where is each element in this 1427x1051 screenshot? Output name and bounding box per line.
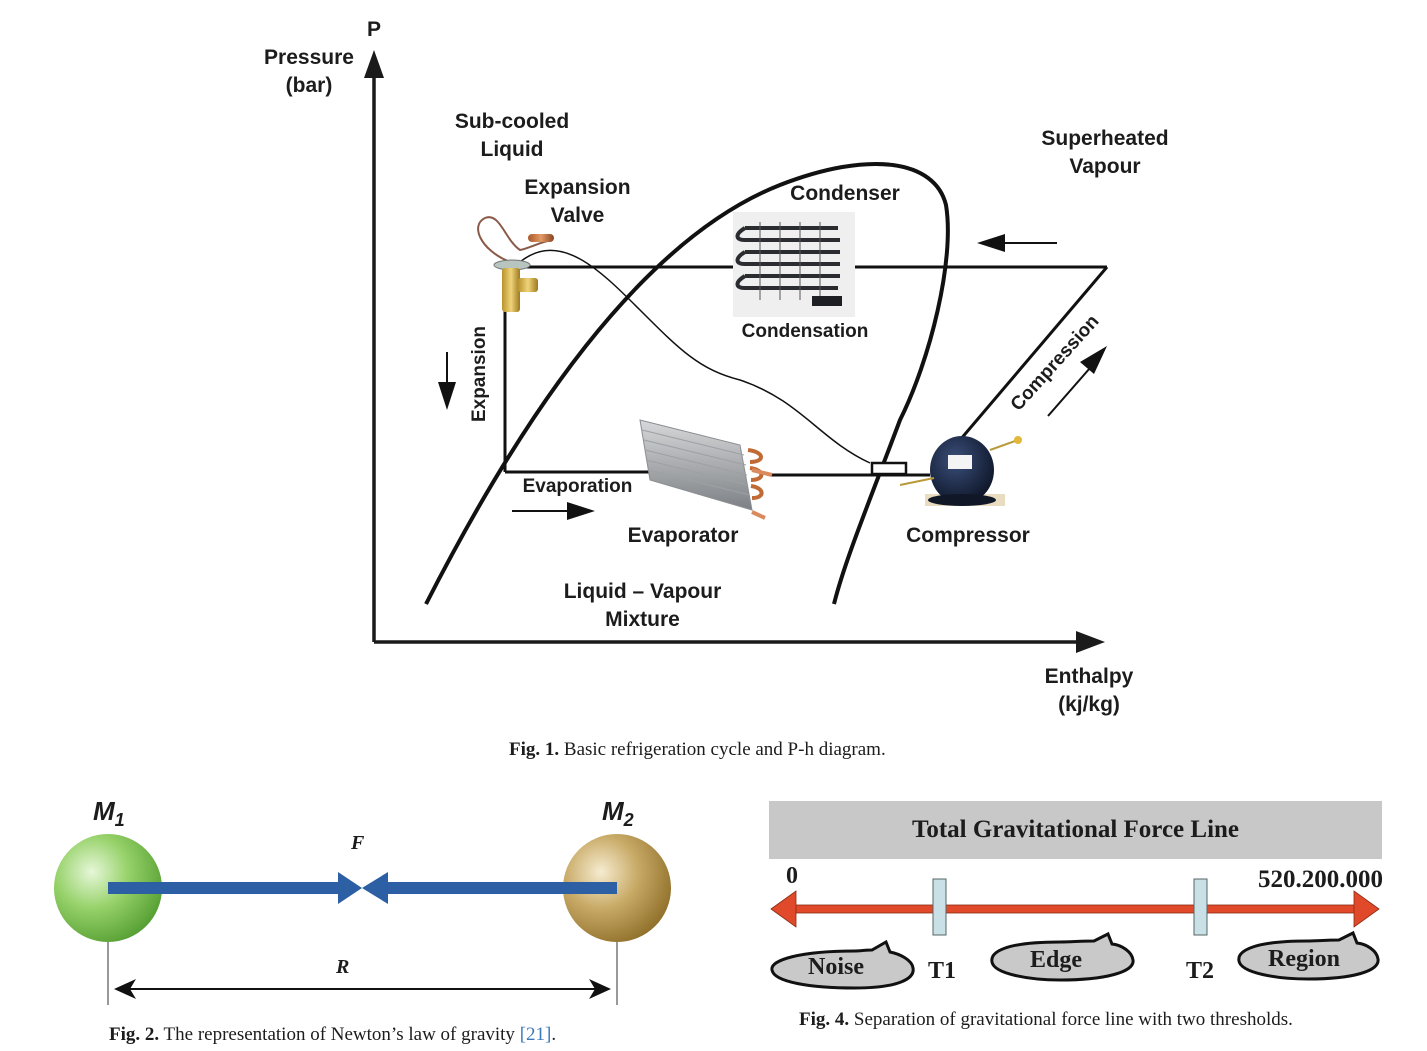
- figure-2-caption-text: The representation of Newton’s law of gr…: [159, 1024, 520, 1045]
- region-class-label: Region: [1268, 946, 1340, 972]
- evaporator-image: [639, 419, 773, 520]
- edge-bubble: [990, 931, 1135, 982]
- evaporator-label: Evaporator: [627, 524, 739, 547]
- mixture-label-line2: Mixture: [605, 608, 680, 631]
- junction-box: [870, 461, 908, 476]
- mass2-letter: M: [602, 796, 624, 826]
- condenser-image: [733, 212, 855, 317]
- citation-link[interactable]: [21]: [519, 1024, 552, 1045]
- x-axis-label-line1: Enthalpy: [1044, 665, 1134, 688]
- force-line-max-label: 520.200.000: [1258, 866, 1383, 893]
- y-axis-label-line2: (bar): [285, 74, 333, 97]
- force-line-diagram: [770, 878, 1380, 990]
- y-axis-symbol: P: [366, 18, 381, 41]
- x-axis-label-line2: (kj/kg): [1058, 693, 1120, 716]
- y-axis-label-line1: Pressure: [264, 46, 354, 69]
- compression-direction-arrow: [1047, 367, 1091, 417]
- noise-bubble: [770, 939, 915, 990]
- mixture-label-line1: Liquid – Vapour: [563, 580, 722, 603]
- subcooled-label-line1: Sub-cooled: [454, 110, 570, 133]
- threshold-t2-marker: [1193, 878, 1208, 936]
- figure-2-caption: Fig. 2. The representation of Newton’s l…: [109, 1024, 556, 1046]
- y-axis-label: Pressure (bar): [248, 44, 370, 100]
- figure-2-newton-gravity: M1 M2 F R Fig. 2. The representation of …: [0, 780, 720, 1051]
- y-axis-arrowhead: [364, 50, 384, 78]
- noise-class-label: Noise: [808, 954, 864, 980]
- figure-1-caption-text: Basic refrigeration cycle and P-h diagra…: [559, 739, 886, 760]
- compressor-image: [899, 436, 1022, 506]
- expansion-valve-image: [477, 216, 554, 312]
- force-label: F: [351, 832, 365, 854]
- force-line-title: Total Gravitational Force Line: [911, 816, 1240, 843]
- superheated-label-line1: Superheated: [1041, 127, 1169, 150]
- saturation-dome-curve: [424, 161, 950, 605]
- force-line-bar: [789, 904, 1356, 914]
- figure-2-caption-end: .: [551, 1024, 557, 1045]
- force-arrowhead-left: [362, 872, 388, 904]
- mass1-label: M1: [93, 796, 125, 831]
- compression-line: [958, 266, 1109, 441]
- expansion-valve-label: Expansion Valve: [505, 174, 650, 230]
- figure-4-force-line: Total Gravitational Force Line 0 520.200…: [760, 790, 1427, 1051]
- distance-arrowhead-left: [114, 979, 136, 999]
- compressor-label: Compressor: [906, 524, 1030, 547]
- edge-class-label: Edge: [1030, 947, 1083, 973]
- force-line-arrowhead-left: [770, 890, 797, 928]
- figure-1-refrigeration-cycle: P Pressure (bar) Sub-cooled Liquid Expan…: [248, 18, 1190, 761]
- mass1-subscript: 1: [114, 810, 125, 831]
- force-arrowhead-right: [338, 872, 362, 904]
- threshold-t2-label: T2: [1186, 958, 1215, 984]
- distance-arrowhead-right: [589, 979, 611, 999]
- expansion-valve-label-line2: Valve: [550, 204, 605, 227]
- expansion-valve-label-line1: Expansion: [524, 176, 631, 199]
- mass2-label: M2: [602, 796, 634, 831]
- force-line-title-bar: Total Gravitational Force Line: [769, 801, 1382, 859]
- condensation-arrowhead: [977, 234, 1005, 252]
- compression-arrowhead: [1080, 346, 1107, 374]
- ph-diagram: [364, 50, 1109, 653]
- liquid-vapour-mixture-label: Liquid – Vapour Mixture: [540, 578, 745, 634]
- x-axis-arrowhead: [1076, 631, 1105, 653]
- condenser-label: Condenser: [790, 182, 900, 205]
- figure-2-caption-label: Fig. 2.: [109, 1024, 160, 1045]
- force-line-min-label: 0: [786, 863, 798, 889]
- figure-4-caption-label: Fig. 4.: [799, 1009, 850, 1030]
- expansion-label: Expansion: [469, 325, 490, 423]
- x-axis-label: Enthalpy (kj/kg): [1025, 663, 1153, 719]
- figure-4-caption: Fig. 4. Separation of gravitational forc…: [799, 1009, 1293, 1031]
- subcooled-liquid-label: Sub-cooled Liquid: [432, 108, 592, 164]
- distance-label: R: [336, 956, 350, 978]
- figure-1-caption: Fig. 1. Basic refrigeration cycle and P-…: [509, 739, 886, 761]
- figure-4-caption-text: Separation of gravitational force line w…: [849, 1009, 1293, 1030]
- gravity-diagram: [54, 834, 671, 1005]
- subcooled-label-line2: Liquid: [480, 138, 544, 161]
- force-line-arrowhead-right: [1353, 890, 1380, 928]
- mass1-letter: M: [93, 796, 115, 826]
- region-bubble: [1237, 930, 1380, 981]
- condensation-label: Condensation: [741, 321, 869, 342]
- evaporation-label: Evaporation: [522, 476, 633, 497]
- force-bar-right: [385, 882, 617, 894]
- superheated-label-line2: Vapour: [1069, 155, 1141, 178]
- threshold-t1-marker: [932, 878, 947, 936]
- evaporation-arrowhead: [567, 502, 595, 520]
- capillary-tube: [519, 249, 871, 464]
- threshold-t1-label: T1: [928, 958, 957, 984]
- figure-1-caption-label: Fig. 1.: [509, 739, 560, 760]
- expansion-arrowhead: [438, 382, 456, 410]
- force-bar-left: [108, 882, 340, 894]
- mass2-subscript: 2: [623, 810, 634, 831]
- superheated-vapour-label: Superheated Vapour: [1020, 125, 1190, 181]
